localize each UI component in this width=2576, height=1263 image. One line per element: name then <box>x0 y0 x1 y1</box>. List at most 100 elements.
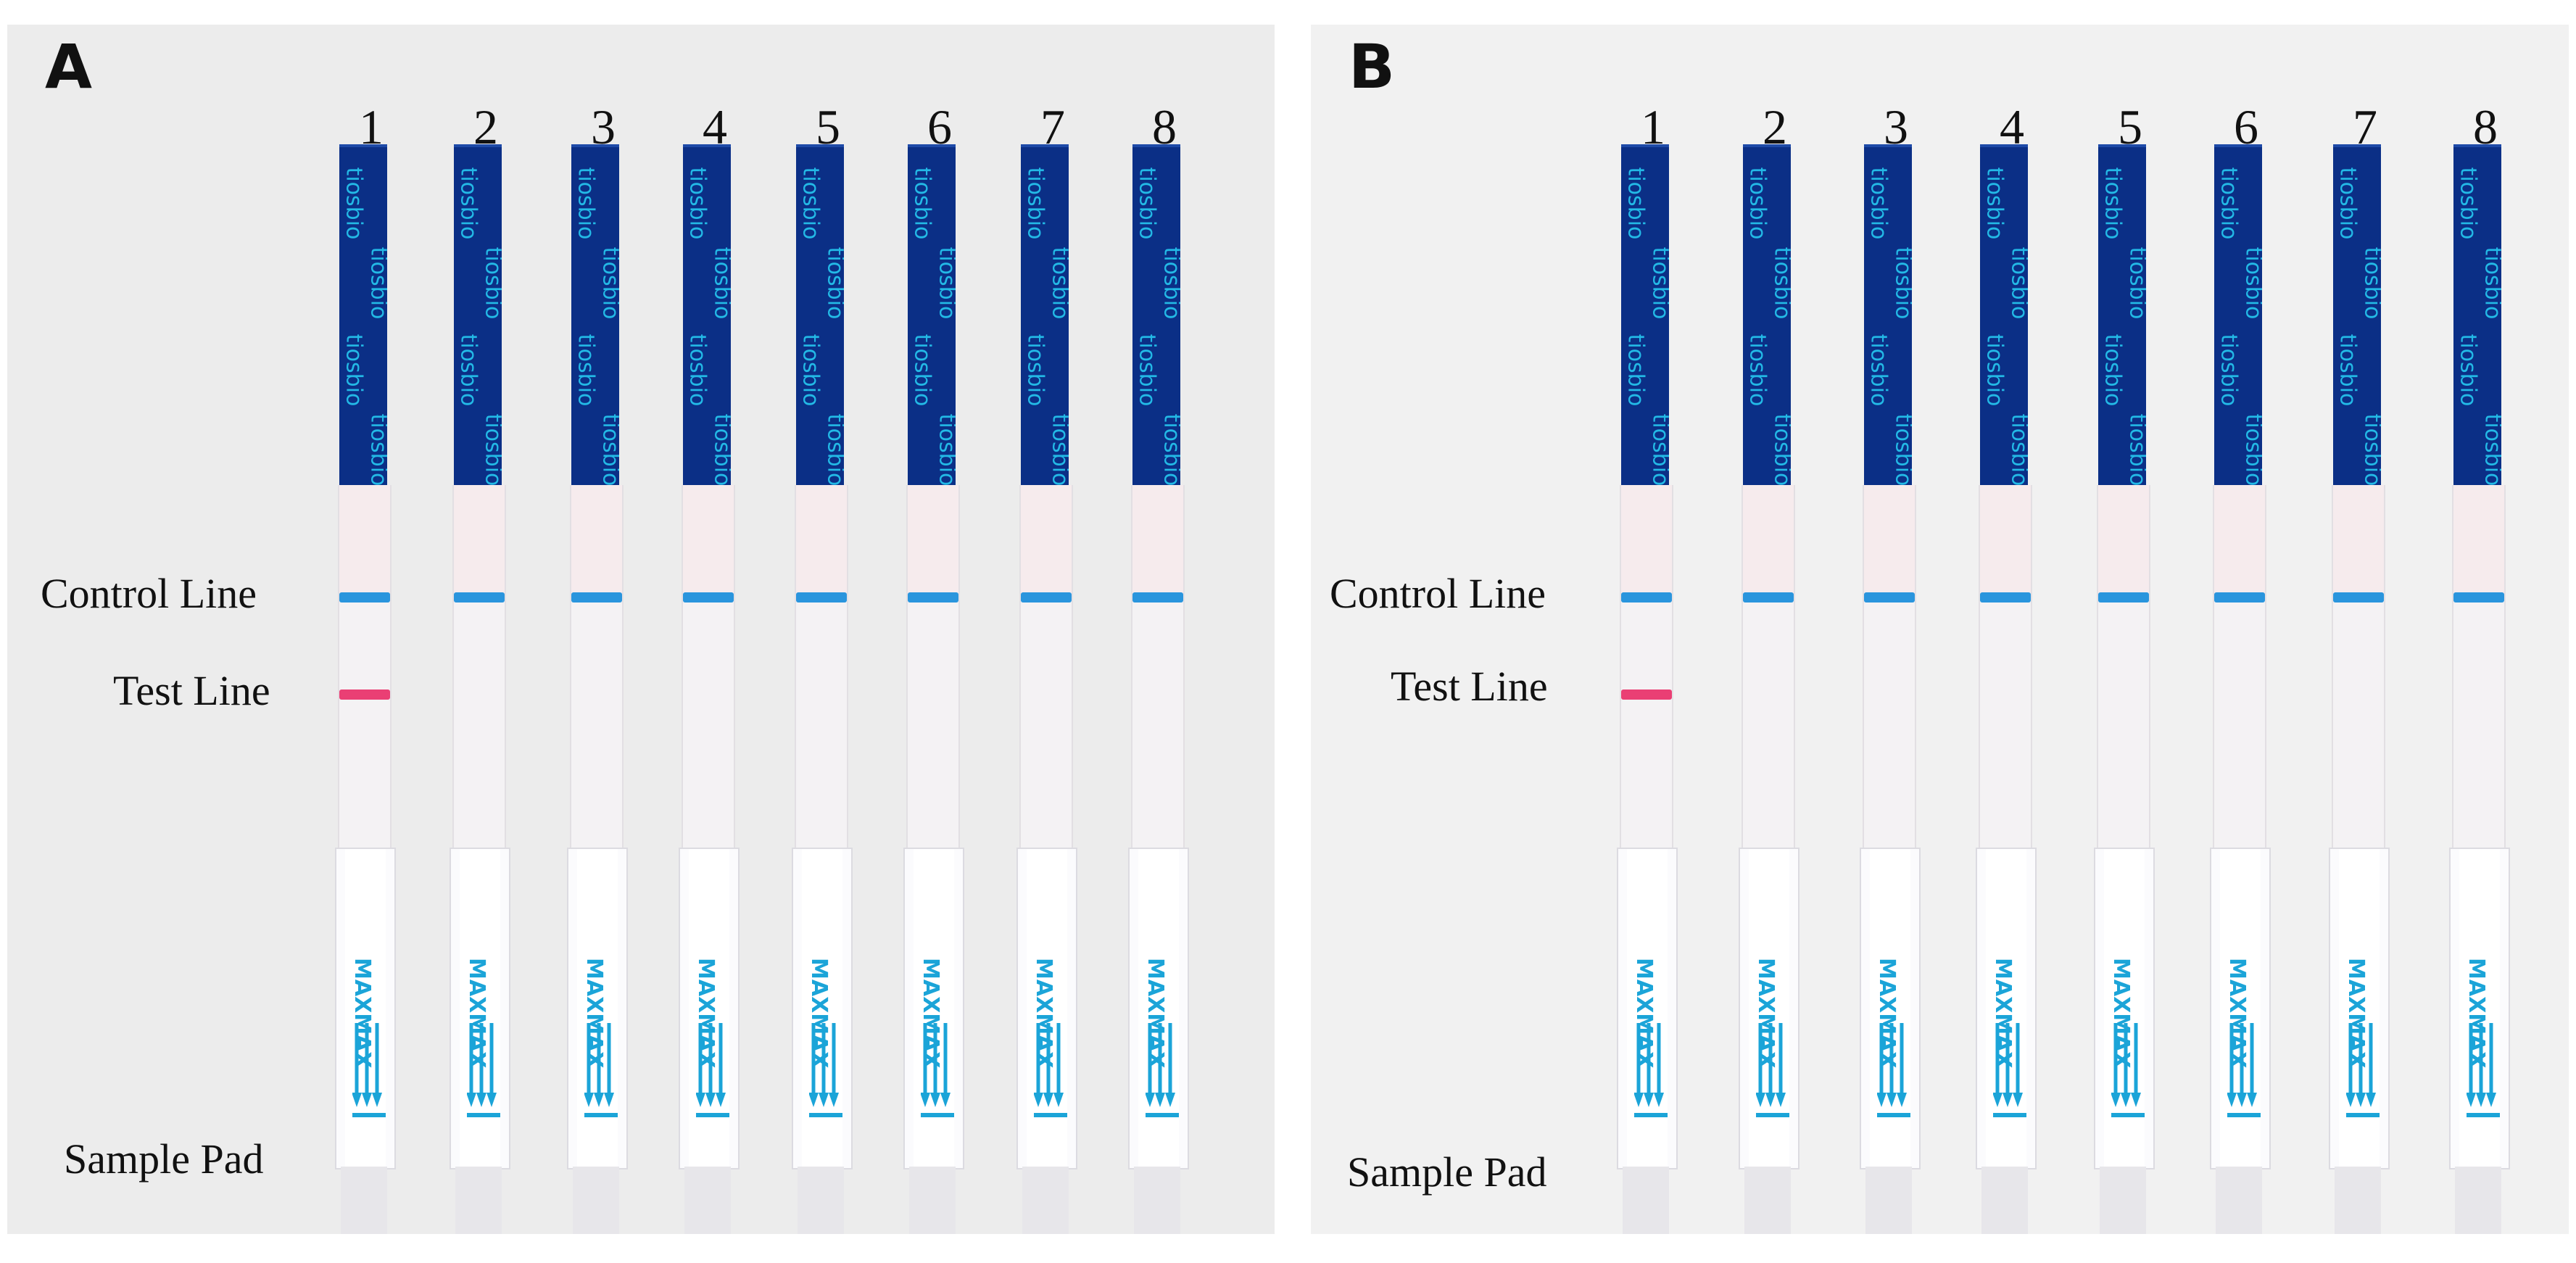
max-marker: MAXMAX <box>1143 958 1168 1069</box>
control-line <box>2453 592 2504 602</box>
brand-logo: tiosbio <box>2335 167 2361 240</box>
sample-pad: MAXMAX <box>2449 848 2510 1169</box>
brand-logo: tiosbio <box>597 247 619 320</box>
strip-number: 6 <box>2234 99 2258 154</box>
sample-pad: MAXMAX <box>1016 848 1077 1169</box>
brand-logo: tiosbio <box>2240 247 2262 320</box>
brand-logo: tiosbio <box>2335 334 2361 407</box>
brand-logo: tiosbio <box>365 247 387 320</box>
brand-logo: tiosbio <box>1890 413 1912 486</box>
sample-pad-body: MAXMAX <box>1870 849 1910 1168</box>
max-marker: MAXMAX <box>1874 958 1900 1069</box>
panel-letter: B <box>1349 31 1396 102</box>
brand-logo: tiosbio <box>684 334 711 407</box>
control-line <box>2098 592 2149 602</box>
max-marker: MAXMAX <box>806 958 832 1069</box>
brand-logo: tiosbio <box>1744 167 1771 240</box>
sample-pad: MAXMAX <box>2329 848 2390 1169</box>
strip-end <box>1134 1167 1180 1234</box>
brand-logo: tiosbio <box>573 334 599 407</box>
conjugate-zone <box>1743 485 1794 601</box>
test-membrane <box>906 485 960 848</box>
sample-pad: MAXMAX <box>2094 848 2155 1169</box>
max-marker: MAXMAX <box>349 958 375 1069</box>
test-membrane <box>2097 485 2150 848</box>
brand-logo: tiosbio <box>1981 334 2008 407</box>
strip-end <box>1981 1167 2028 1234</box>
sample-pad-body: MAXMAX <box>802 849 842 1168</box>
strip-end <box>1623 1167 1669 1234</box>
brand-logo: tiosbio <box>365 413 387 486</box>
down-arrows-icon <box>1992 1023 2026 1117</box>
sample-pad-body: MAXMAX <box>1627 849 1668 1168</box>
brand-logo: tiosbio <box>1981 167 2008 240</box>
brand-logo: tiosbio <box>2359 413 2381 486</box>
sample-pad-body: MAXMAX <box>1138 849 1179 1168</box>
brand-logo: tiosbio <box>1022 334 1048 407</box>
brand-logo: tiosbio <box>341 334 367 407</box>
down-arrows-icon <box>352 1023 386 1117</box>
conjugate-zone <box>2214 485 2265 601</box>
brand-logo: tiosbio <box>709 413 731 486</box>
strip-number: 4 <box>703 99 727 154</box>
conjugate-zone <box>2453 485 2504 601</box>
control-line <box>1621 592 1672 602</box>
brand-logo: tiosbio <box>2480 413 2501 486</box>
brand-logo: tiosbio <box>2455 167 2481 240</box>
brand-logo: tiosbio <box>1647 247 1669 320</box>
control-line <box>796 592 847 602</box>
brand-logo: tiosbio <box>341 167 367 240</box>
sample-pad: MAXMAX <box>1128 848 1189 1169</box>
test-membrane <box>2213 485 2266 848</box>
strip-end <box>2216 1167 2262 1234</box>
max-marker: MAXMAX <box>464 958 489 1069</box>
test-membrane <box>795 485 848 848</box>
strip-number: 1 <box>1641 99 1665 154</box>
sample-pad-body: MAXMAX <box>345 849 386 1168</box>
max-marker: MAXMAX <box>2343 958 2369 1069</box>
strip-number: 2 <box>1763 99 1787 154</box>
brand-logo: tiosbio <box>1159 247 1180 320</box>
strip-number: 5 <box>816 99 840 154</box>
down-arrows-icon <box>1876 1023 1910 1117</box>
sample-pad: MAXMAX <box>903 848 964 1169</box>
control-line <box>339 592 390 602</box>
sample-pad: MAXMAX <box>679 848 740 1169</box>
sample-pad: MAXMAX <box>1976 848 2037 1169</box>
control-line <box>908 592 958 602</box>
sample-pad-body: MAXMAX <box>2459 849 2500 1168</box>
brand-logo: tiosbio <box>455 334 481 407</box>
strip-number: 2 <box>473 99 498 154</box>
down-arrows-icon <box>1033 1023 1067 1117</box>
test-membrane <box>1863 485 1916 848</box>
strip-handle: tiosbio tiosbio tiosbio tiosbio <box>339 144 387 488</box>
strip-end <box>798 1167 844 1234</box>
brand-logo: tiosbio <box>1890 247 1912 320</box>
max-marker: MAXMAX <box>1990 958 2016 1069</box>
sample-pad-label: Sample Pad <box>1347 1148 1547 1196</box>
sample-pad: MAXMAX <box>1860 848 1921 1169</box>
strip-end <box>909 1167 956 1234</box>
strip-end <box>2455 1167 2501 1234</box>
strip-end <box>1744 1167 1791 1234</box>
brand-logo: tiosbio <box>2124 413 2146 486</box>
test-line <box>1621 690 1672 700</box>
test-membrane <box>1620 485 1673 848</box>
strip-number: 1 <box>359 99 384 154</box>
sample-pad: MAXMAX <box>567 848 628 1169</box>
